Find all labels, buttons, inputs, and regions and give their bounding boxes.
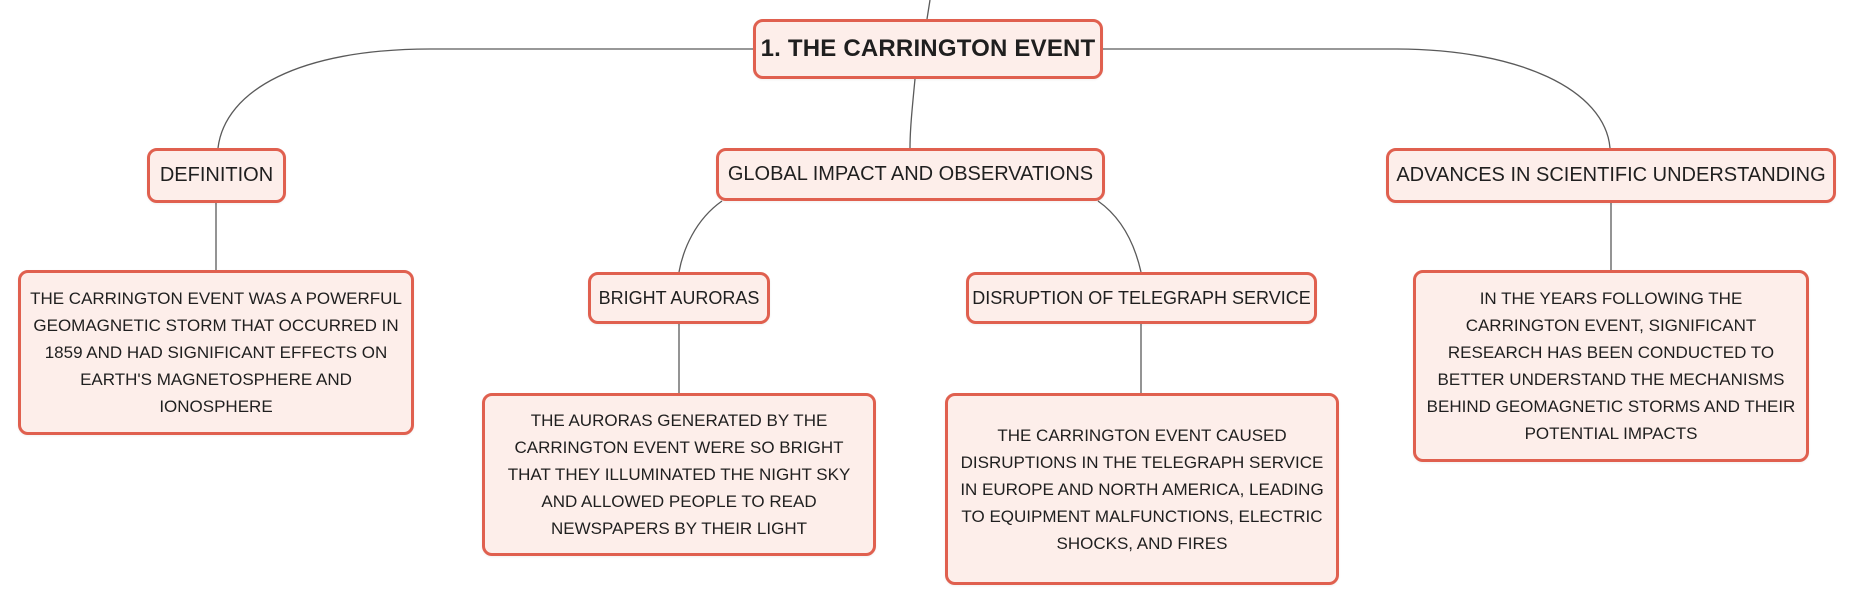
root-node-label: 1. THE CARRINGTON EVENT	[760, 35, 1096, 62]
subtopic-label-bright-auroras: BRIGHT AURORAS	[598, 287, 760, 308]
topic-node-global-impact[interactable]: GLOBAL IMPACT AND OBSERVATIONS	[716, 148, 1105, 201]
connector-global-impact-to-telegraph	[1097, 200, 1142, 273]
description-text-advances: IN THE YEARS FOLLOWING THE CARRINGTON EV…	[1426, 289, 1796, 443]
description-text-bright-auroras: THE AURORAS GENERATED BY THE CARRINGTON …	[507, 411, 851, 538]
connector-global-impact-to-bright-auroras	[678, 200, 723, 273]
description-node-bright-auroras[interactable]: THE AURORAS GENERATED BY THE CARRINGTON …	[482, 393, 876, 556]
description-node-definition[interactable]: THE CARRINGTON EVENT WAS A POWERFUL GEOM…	[18, 270, 414, 435]
subtopic-label-telegraph: DISRUPTION OF TELEGRAPH SERVICE	[972, 287, 1311, 308]
root-node[interactable]: 1. THE CARRINGTON EVENT	[753, 19, 1103, 79]
description-node-advances[interactable]: IN THE YEARS FOLLOWING THE CARRINGTON EV…	[1413, 270, 1809, 462]
topic-label-global-impact: GLOBAL IMPACT AND OBSERVATIONS	[727, 163, 1094, 185]
description-text-telegraph: THE CARRINGTON EVENT CAUSED DISRUPTIONS …	[960, 425, 1324, 553]
description-node-telegraph[interactable]: THE CARRINGTON EVENT CAUSED DISRUPTIONS …	[945, 393, 1339, 585]
topic-node-advances[interactable]: ADVANCES IN SCIENTIFIC UNDERSTANDING	[1386, 148, 1836, 203]
description-text-definition: THE CARRINGTON EVENT WAS A POWERFUL GEOM…	[30, 289, 402, 416]
connector-root-to-global-impact	[909, 78, 916, 149]
subtopic-node-bright-auroras[interactable]: BRIGHT AURORAS	[588, 272, 770, 324]
topic-node-definition[interactable]: DEFINITION	[147, 148, 286, 203]
subtopic-node-telegraph[interactable]: DISRUPTION OF TELEGRAPH SERVICE	[966, 272, 1317, 324]
topic-label-advances: ADVANCES IN SCIENTIFIC UNDERSTANDING	[1396, 164, 1826, 186]
connector-root-to-advances	[1103, 48, 1611, 149]
topic-label-definition: DEFINITION	[159, 164, 274, 186]
connector-root-to-definition	[217, 48, 753, 149]
connector-parent-to-root	[926, 0, 931, 20]
